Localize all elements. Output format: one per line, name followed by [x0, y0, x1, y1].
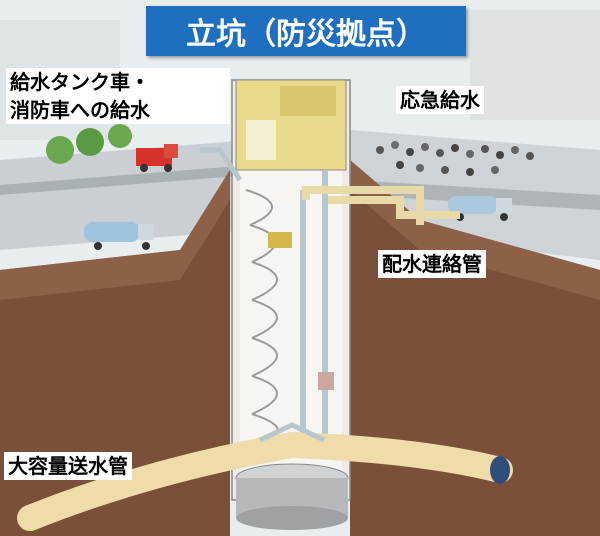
label-tanker-line1: 給水タンク車・ — [10, 70, 150, 94]
background-building-right — [470, 10, 600, 120]
pump-unit — [268, 232, 292, 248]
road-left — [0, 165, 250, 195]
water-tanker-left — [84, 222, 154, 250]
shaft-bottom-base-edge — [236, 506, 348, 530]
large-pipe-opening — [490, 456, 510, 484]
large-pipe-left — [17, 432, 305, 531]
title-banner: 立坑（防災拠点） — [146, 6, 466, 56]
shaft-top-annex — [280, 86, 336, 116]
trees-left — [46, 124, 132, 164]
distribution-pipe-branch — [328, 196, 460, 219]
shaft-top-window — [246, 120, 276, 160]
valve-unit — [318, 372, 334, 390]
label-emergency-supply: 応急給水 — [396, 86, 484, 114]
street-left — [0, 140, 250, 250]
supply-line-left — [200, 147, 243, 182]
shaft-pipe-2 — [322, 170, 328, 450]
large-pipe-right — [279, 432, 513, 483]
earth-right-top — [350, 160, 600, 300]
distribution-connecting-pipe — [302, 186, 424, 225]
fire-truck — [136, 144, 178, 172]
earth-left-top — [0, 170, 230, 300]
crowd — [376, 141, 534, 176]
spiral-staircase — [245, 189, 279, 447]
pipe-riser-junction — [258, 422, 326, 443]
label-tanker-fire-supply: 給水タンク車・ 消防車への給水 — [6, 68, 230, 124]
water-tanker-right — [448, 196, 512, 221]
shaft-pipe-1 — [300, 190, 306, 450]
label-large-pipe: 大容量送水管 — [4, 452, 132, 480]
label-tanker-line2: 消防車への給水 — [10, 98, 150, 122]
label-distribution-pipe: 配水連絡管 — [378, 250, 486, 278]
